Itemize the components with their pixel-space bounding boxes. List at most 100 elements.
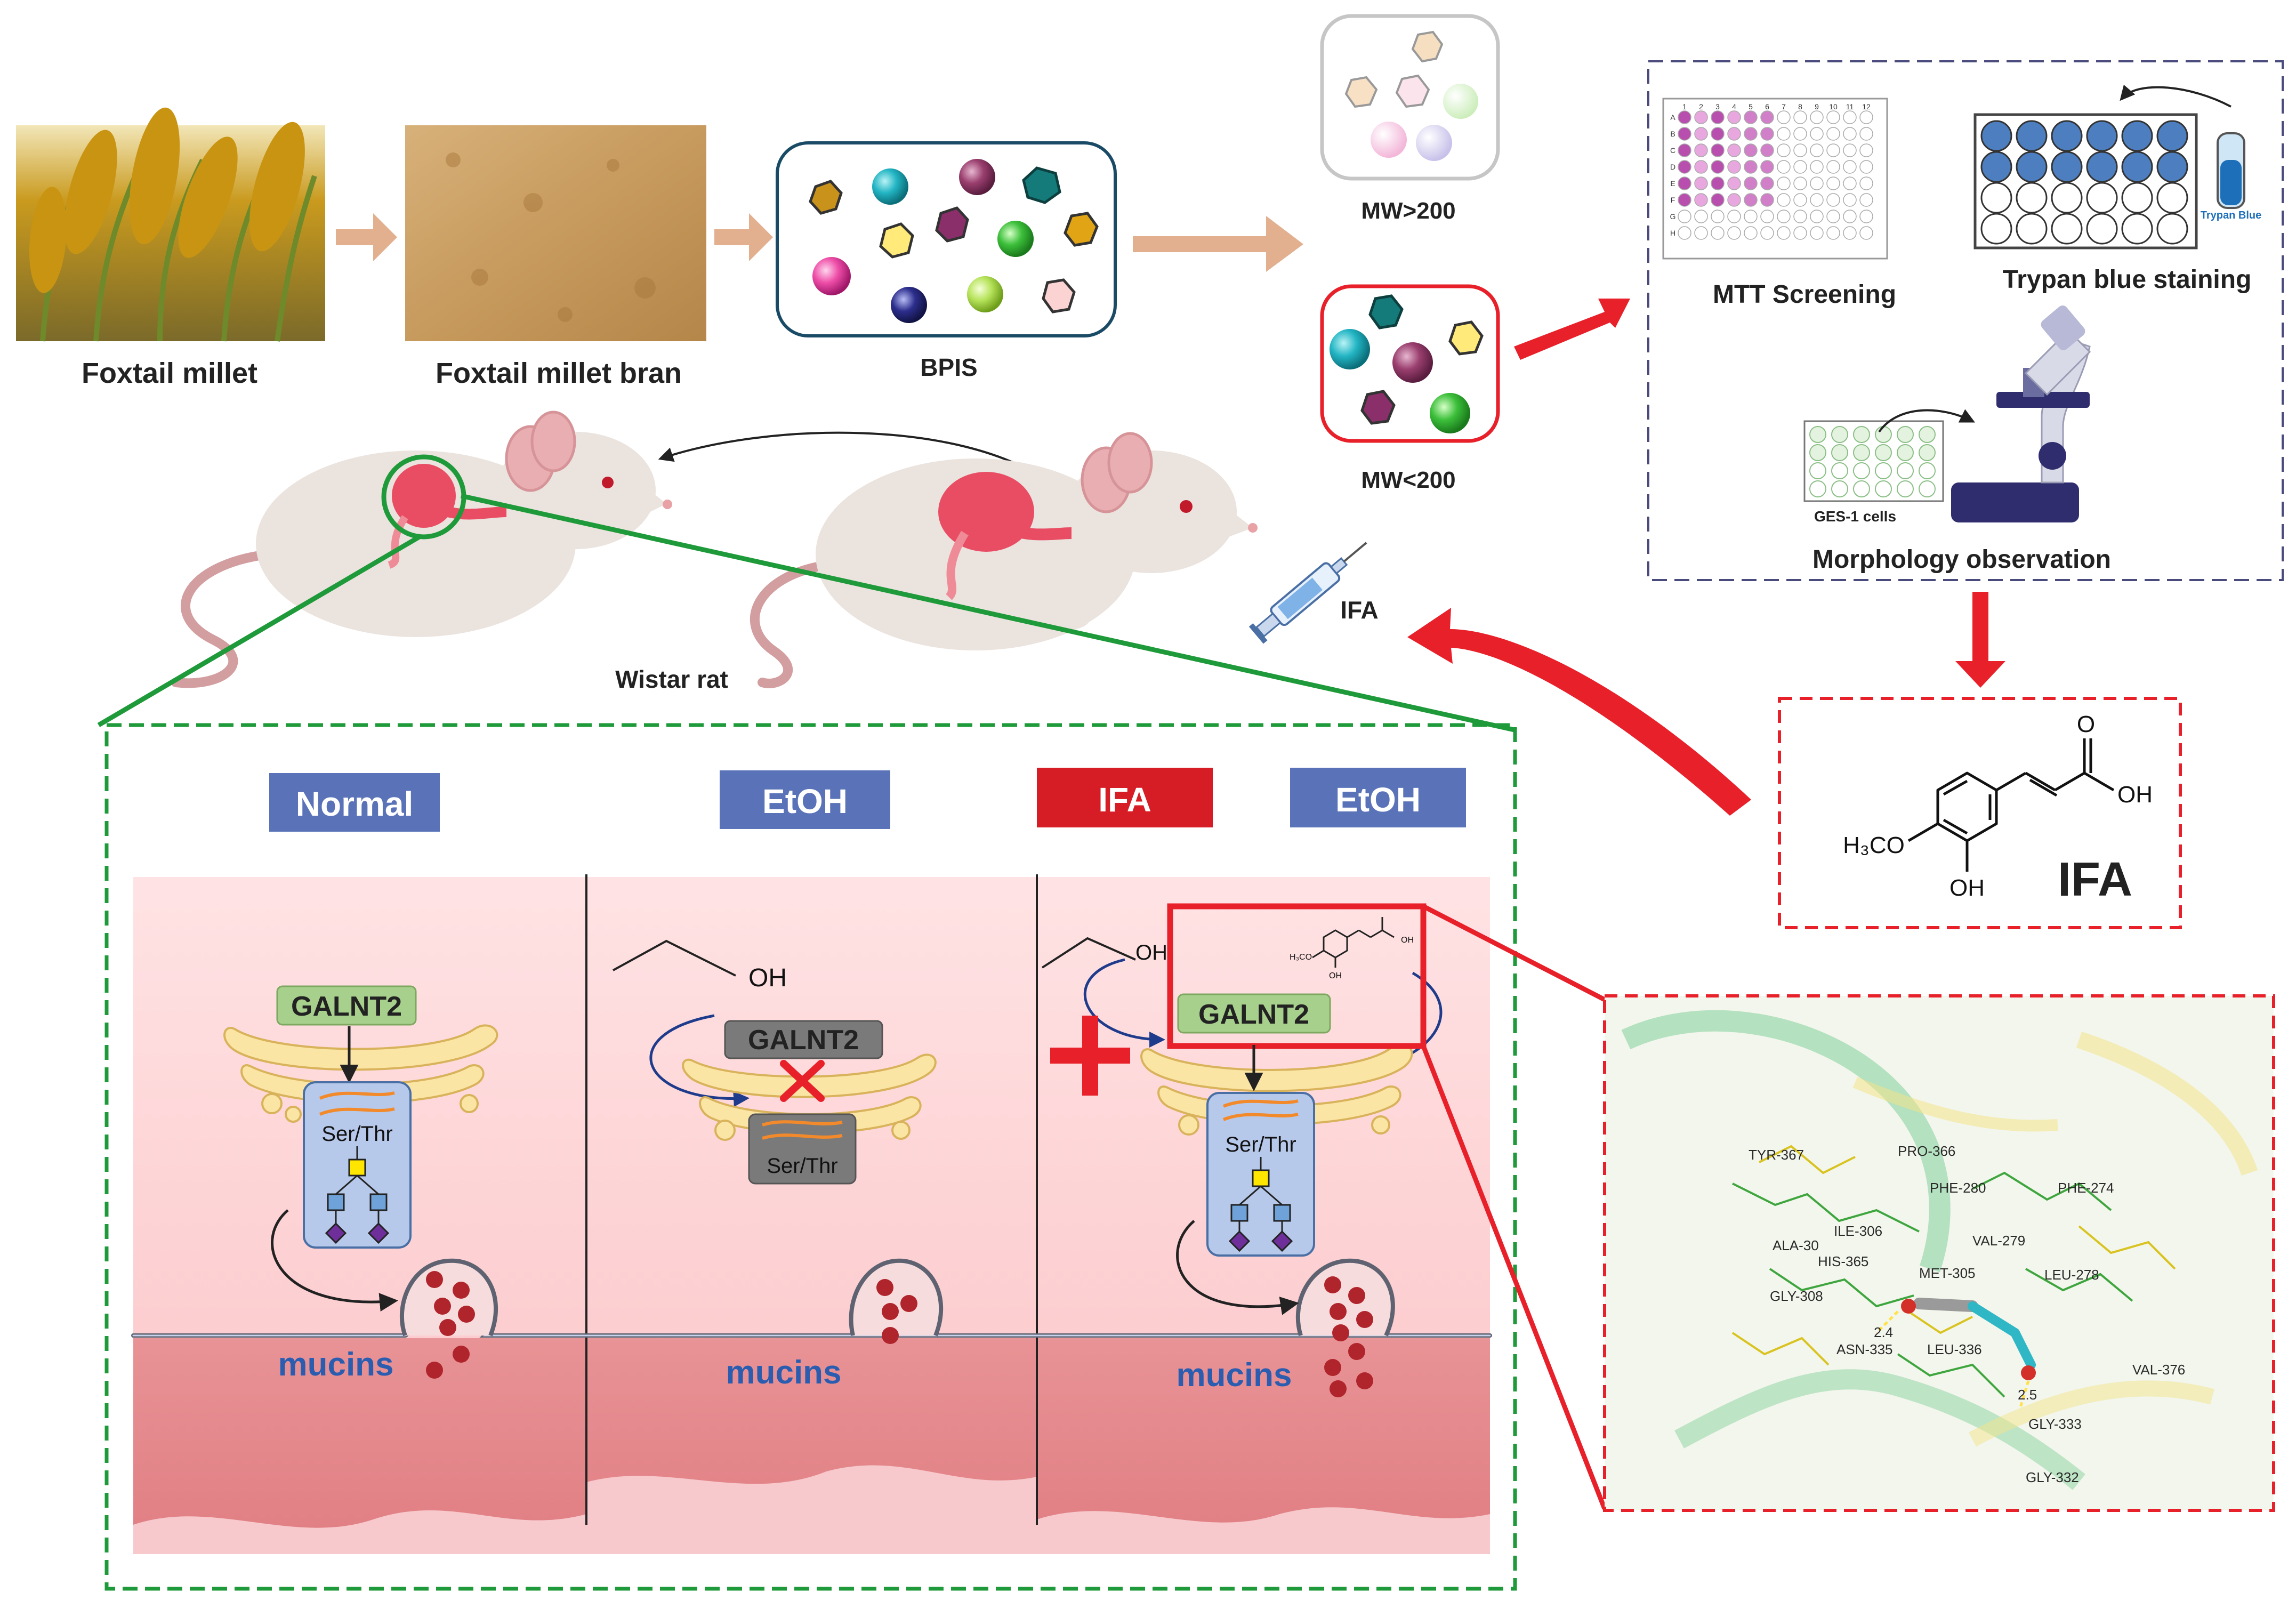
docking-residue-label: GLY-333 (2028, 1416, 2082, 1432)
bpis-compound-box (776, 141, 1117, 337)
mtt-well (1727, 176, 1741, 190)
mtt-well (1744, 110, 1758, 124)
trypan-well (2121, 120, 2153, 152)
mw-high-box (1320, 14, 1500, 181)
screening-box (1647, 60, 2284, 581)
mtt-col-label: 2 (1699, 102, 1703, 111)
mtt-well (1678, 193, 1691, 207)
mtt-well (1727, 110, 1741, 124)
mtt-well (1859, 143, 1873, 157)
mtt-well (1793, 226, 1807, 240)
trypan-well (2156, 213, 2188, 245)
docking-box (1603, 994, 2275, 1512)
secretion-arrow-normal (271, 1209, 398, 1312)
galnt2-label-etoh: GALNT2 (748, 1025, 859, 1056)
ges-well (1809, 426, 1826, 443)
etoh-label-box-2 (1290, 768, 1466, 827)
etoh-label-2: EtOH (1335, 781, 1421, 819)
ges-well (1875, 462, 1892, 479)
mtt-well (1760, 127, 1774, 141)
glycan-tree-ifa (1228, 1157, 1293, 1252)
mtt-well (1826, 110, 1840, 124)
arrow-ges-to-microscope (1878, 409, 1976, 433)
mtt-well (1678, 176, 1691, 190)
mtt-well (1777, 176, 1791, 190)
mtt-col-label: 1 (1682, 102, 1687, 111)
trypan-well (2086, 120, 2118, 152)
galnt2-enzyme-normal (276, 985, 417, 1026)
docking-residue-label: HIS-365 (1818, 1253, 1868, 1269)
docking-residue-label: VAL-279 (1972, 1233, 2025, 1249)
mini-acid-oh-label: OH (1401, 936, 1414, 945)
ifa-structure-box (1778, 697, 2182, 929)
ser-thr-label-normal: Ser/Thr (321, 1122, 392, 1146)
trypan-well (2016, 213, 2048, 245)
mtt-well (1810, 143, 1824, 157)
mtt-well (1760, 176, 1774, 190)
mtt-well (1859, 110, 1873, 124)
mtt-well (1694, 143, 1708, 157)
mtt-col-label: 6 (1765, 102, 1769, 111)
ifa-label: IFA (1098, 781, 1151, 819)
mtt-row-label: D (1670, 163, 1675, 171)
mechanism-box (104, 723, 1517, 1591)
mtt-col-label: 9 (1815, 102, 1819, 111)
mtt-well (1711, 160, 1725, 174)
docking-residue-label: LEU-336 (1927, 1341, 1982, 1357)
foxtail-millet-label: Foxtail millet (82, 357, 257, 389)
docking-residue-label: GLY-332 (2026, 1469, 2079, 1485)
trypan-tube-label: Trypan Blue (2201, 210, 2261, 221)
trypan-well (2051, 120, 2083, 152)
mtt-well (1793, 210, 1807, 223)
trypan-well (1980, 182, 2012, 214)
mtt-well (1826, 160, 1840, 174)
rat-right (750, 432, 1258, 688)
mtt-well (1694, 226, 1708, 240)
inhibition-cross-1 (780, 1060, 825, 1102)
mtt-well (1744, 226, 1758, 240)
mtt-well (1793, 110, 1807, 124)
mtt-col-label: 8 (1798, 102, 1802, 111)
ges-well (1831, 426, 1848, 443)
mtt-well (1843, 226, 1857, 240)
glycan-tree-normal (325, 1146, 390, 1244)
ges-well (1897, 462, 1914, 479)
vesicle-1 (399, 1258, 498, 1379)
ifa-carbonyl-label: O (2077, 711, 2095, 737)
mtt-well (1760, 226, 1774, 240)
ges-well (1809, 480, 1826, 497)
mtt-row-label: H (1670, 229, 1675, 237)
mtt-well (1678, 226, 1691, 240)
mtt-row-label: E (1670, 179, 1675, 188)
ges-well (1919, 462, 1936, 479)
ges-well (1875, 444, 1892, 461)
ser-thr-label-ifa: Ser/Thr (1225, 1133, 1296, 1156)
arrow-bran-to-bpis (714, 213, 773, 261)
arrow-bpis-to-fractions (1133, 216, 1303, 272)
mtt-well (1711, 176, 1725, 190)
mtt-well (1678, 127, 1691, 141)
docking-residue-label: 2.4 (1874, 1324, 1893, 1340)
trypan-well (2121, 182, 2153, 214)
mtt-well (1843, 176, 1857, 190)
docking-residue-label: PHE-280 (1930, 1180, 1986, 1196)
mtt-well (1843, 127, 1857, 141)
mtt-well (1760, 193, 1774, 207)
secretion-arrow-ifa (1176, 1220, 1299, 1315)
mw-low-label: MW<200 (1361, 467, 1455, 493)
mtt-row-label: C (1670, 146, 1675, 155)
mtt-well (1744, 176, 1758, 190)
trypan-well (2156, 151, 2188, 183)
mtt-well (1793, 127, 1807, 141)
zoom-line-left (97, 534, 423, 727)
ges-well (1897, 426, 1914, 443)
mtt-col-label: 4 (1732, 102, 1736, 111)
mtt-row-label: G (1670, 212, 1676, 221)
mtt-well (1859, 210, 1873, 223)
mtt-well (1826, 226, 1840, 240)
ligand-stick (1875, 1298, 2036, 1408)
mtt-well (1793, 193, 1807, 207)
foxtail-millet-photo (16, 107, 325, 342)
mtt-well (1777, 226, 1791, 240)
